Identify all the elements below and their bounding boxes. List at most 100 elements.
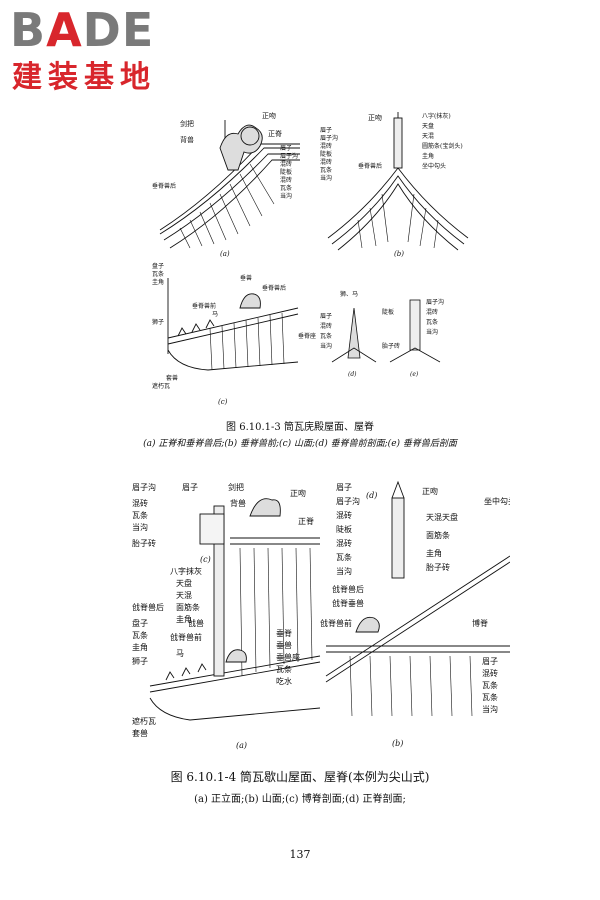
fig1d-label-2: 混砖 xyxy=(320,322,332,330)
fig1a-tag: (a) xyxy=(220,250,230,258)
fig2d-label-1: 正吻 xyxy=(422,486,438,496)
fig1a-label-10: 当沟 xyxy=(280,192,292,200)
fig2d-label-3: 天混天盘 xyxy=(426,512,458,522)
fig1b-label-5: 圭角 xyxy=(422,152,434,160)
figure-1-e: 眉子沟 混砖 陡板 瓦条 当沟 胎子砖 (e) xyxy=(380,288,480,378)
fig1c-label-10: 套兽 xyxy=(166,374,178,382)
fig2a-label-2: 正吻 xyxy=(290,488,306,498)
fig2b-label-6: 当沟 xyxy=(336,566,352,576)
fig2a-label-23: 套兽 xyxy=(132,728,148,738)
fig1b-label-1: 八字(抹灰) xyxy=(422,112,451,120)
fig1a-label-1: 正吻 xyxy=(262,111,276,120)
fig1c-label-2: 圭角 xyxy=(152,278,164,286)
fig1b-label-2: 天盘 xyxy=(422,122,434,130)
fig2a-label-12: 圭角 xyxy=(132,642,148,652)
fig2b-label-4: 混砖 xyxy=(336,538,352,548)
fig1a-label-9: 瓦条 xyxy=(280,184,292,192)
fig1a-label-6: 混砖 xyxy=(280,160,292,168)
fig1c-label-0: 盘子 xyxy=(152,262,164,270)
fig1b-tag: (b) xyxy=(394,250,404,258)
fig1c-label-3: 垂脊兽前 xyxy=(192,302,216,310)
logo-subtitle: 建装基地 xyxy=(12,60,156,95)
fig2d-label-2: 坐中勾头 xyxy=(484,496,510,506)
fig1b-label-8: 眉子沟 xyxy=(320,134,338,142)
figure-1-b-drawing: 正吻 八字(抹灰) 天盘 天混 圆筋条(宝剑头) 圭角 垂脊兽后 眉子 眉子沟 … xyxy=(320,112,469,258)
fig1a-label-11: 垂脊兽后 xyxy=(152,182,176,190)
page-number: 137 xyxy=(289,848,311,861)
fig1a-label-0: 剑把 xyxy=(180,119,194,128)
fig2b-label-14: 瓦条 xyxy=(482,692,498,702)
fig1a-label-7: 陡板 xyxy=(280,168,292,176)
fig2b-label-12: 混砖 xyxy=(482,668,498,678)
fig1b-label-14: 坐中勾头 xyxy=(422,162,446,170)
fig2a-label-9: 戗脊兽后 xyxy=(132,602,164,612)
fig2b-label-13: 瓦条 xyxy=(482,680,498,690)
fig1a-label-8: 混砖 xyxy=(280,176,292,184)
fig1d-label-4: 当沟 xyxy=(320,342,332,350)
fig2a-label-13: 戗兽 xyxy=(188,618,204,628)
fig1c-tag: (c) xyxy=(218,398,228,406)
fig2a-label-14: 戗脊兽前 xyxy=(170,632,202,642)
fig2c-label-4: 当沟 xyxy=(132,522,148,532)
fig2b-label-11: 眉子 xyxy=(482,657,498,666)
figure-1-caption: 图 6.10.1-3 筒瓦庑殿屋面、屋脊 xyxy=(226,422,374,433)
figure-1-e-drawing: 眉子沟 混砖 陡板 瓦条 当沟 胎子砖 (e) xyxy=(382,298,444,378)
fig1e-tag: (e) xyxy=(410,371,419,378)
fig1e-label-4: 当沟 xyxy=(426,328,438,336)
fig2a-label-16: 马 xyxy=(176,649,184,658)
fig1b-label-0: 正吻 xyxy=(368,113,382,122)
fig1c-label-8: 垂脊座 xyxy=(298,332,316,340)
fig1a-label-5: 眉子沟 xyxy=(280,152,298,160)
fig2b-label-2: 混砖 xyxy=(336,510,352,520)
figure-2-drawing: 眉子沟 眉子 混砖 瓦条 当沟 胎子砖 (c) 剑把 背兽 正吻 正脊 八字抹灰… xyxy=(132,480,510,750)
fig1b-label-4: 圆筋条(宝剑头) xyxy=(422,142,463,150)
fig2a-label-0: 剑把 xyxy=(228,482,244,492)
fig1b-label-11: 混砖 xyxy=(320,158,332,166)
fig2c-label-5: 胎子砖 xyxy=(132,538,156,548)
fig1d-label-3: 瓦条 xyxy=(320,332,332,340)
fig2a-tag: (a) xyxy=(236,741,247,750)
fig2b-label-7: 戗脊兽后 xyxy=(332,584,364,594)
fig1a-label-3: 正脊 xyxy=(268,129,282,138)
figure-1-a: 剑把 正吻 背兽 正脊 眉子 眉子沟 混砖 陡板 混砖 瓦条 当沟 垂脊兽后 (… xyxy=(150,108,300,258)
fig1b-label-6: 垂脊兽后 xyxy=(358,162,382,170)
fig1c-label-6: 垂脊兽后 xyxy=(262,284,286,292)
fig2a-label-3: 正脊 xyxy=(298,516,314,526)
figure-1-subcaption: (a) 正脊和垂脊兽后;(b) 垂脊兽前;(c) 山面;(d) 垂脊兽前剖面;(… xyxy=(143,439,457,449)
bade-logo: BADE 建装基地 xyxy=(8,4,178,100)
fig1a-label-4: 眉子 xyxy=(280,145,292,152)
fig1b-label-10: 陡板 xyxy=(320,150,332,158)
fig2b-tag: (b) xyxy=(392,739,403,748)
figure-1-c-drawing: 盘子 瓦条 圭角 垂脊兽前 马 垂兽 垂脊兽后 狮子 垂脊座 遮朽瓦 套兽 (c… xyxy=(152,262,316,406)
fig2a-label-10: 盘子 xyxy=(132,618,148,628)
fig1e-label-1: 混砖 xyxy=(426,308,438,316)
fig1c-label-4: 马 xyxy=(212,310,218,318)
figure-2-subcaption: (a) 正立面;(b) 山面;(c) 博脊剖面;(d) 正脊剖面; xyxy=(194,794,406,805)
figure-1-c: 盘子 瓦条 圭角 垂脊兽前 马 垂兽 垂脊兽后 狮子 垂脊座 遮朽瓦 套兽 (c… xyxy=(148,258,318,408)
fig2b-label-9: 戗脊兽前 xyxy=(320,618,352,628)
fig2a-label-4: 八字抹灰 xyxy=(170,566,202,576)
fig1b-label-12: 瓦条 xyxy=(320,166,332,174)
fig2b-label-5: 瓦条 xyxy=(336,552,352,562)
fig2b-label-10: 博脊 xyxy=(472,618,488,628)
fig2c-label-0: 眉子沟 xyxy=(132,482,156,492)
fig1c-label-1: 瓦条 xyxy=(152,270,164,278)
figure-1-a-drawing: 剑把 正吻 背兽 正脊 眉子 眉子沟 混砖 陡板 混砖 瓦条 当沟 垂脊兽后 (… xyxy=(152,111,300,258)
fig1c-label-5: 垂兽 xyxy=(240,274,252,282)
fig1a-label-2: 背兽 xyxy=(180,135,194,144)
fig2a-label-19: 垂兽座 xyxy=(276,652,300,662)
fig2a-label-8: 圭角 xyxy=(176,614,192,624)
fig1e-label-5: 胎子砖 xyxy=(382,342,400,350)
fig2a-label-21: 吃水 xyxy=(276,676,292,686)
fig2b-label-0: 眉子 xyxy=(336,483,352,492)
fig1e-label-3: 瓦条 xyxy=(426,318,438,326)
fig2a-label-6: 天混 xyxy=(176,591,192,600)
fig1e-label-0: 眉子沟 xyxy=(426,298,444,306)
fig2d-label-6: 胎子砖 xyxy=(426,562,450,572)
fig2a-label-7: 面筋条 xyxy=(176,602,200,612)
fig2b-label-8: 戗脊垂兽 xyxy=(332,598,364,608)
fig2a-label-15: 狮子 xyxy=(132,657,148,666)
fig2d-label-4: 面筋条 xyxy=(426,530,450,540)
fig2a-label-22: 遮朽瓦 xyxy=(132,716,156,726)
fig1c-label-9: 遮朽瓦 xyxy=(152,382,170,390)
